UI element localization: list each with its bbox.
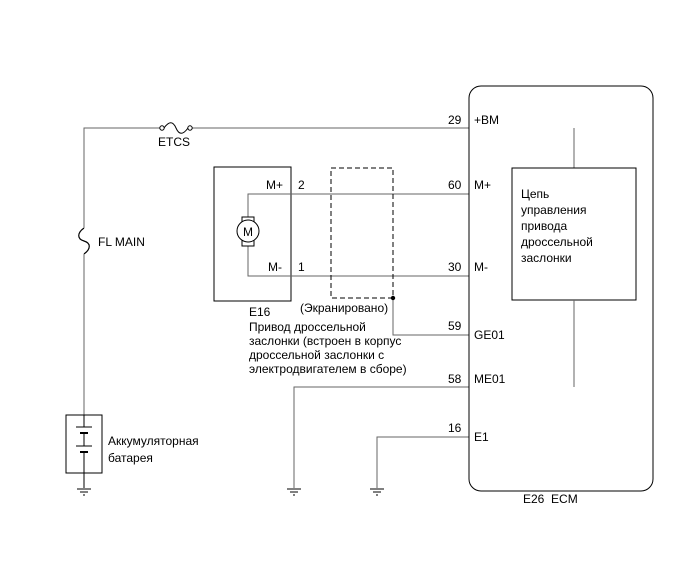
ecm-label: E26 ECM <box>523 492 578 506</box>
circuit-label-line1: Цепь <box>521 187 549 201</box>
etcs-fuse-label: ETCS <box>158 135 190 149</box>
shield-outline <box>330 167 394 299</box>
shield-wire <box>390 295 469 336</box>
circuit-label-line2: управления <box>521 203 586 217</box>
ecm-pin-16-num: 16 <box>448 421 462 435</box>
ecm-pin-59-name: GE01 <box>474 328 505 342</box>
ecm-pin-16-name: E1 <box>474 430 489 444</box>
battery-label-line2: батарея <box>108 451 153 465</box>
ecm-pin-59-num: 59 <box>448 319 462 333</box>
shield-label: (Экранировано) <box>300 301 388 315</box>
battery-label-line1: Аккумуляторная <box>108 434 199 448</box>
fl-main-fusible-link-icon <box>78 226 90 256</box>
actuator-code: E16 <box>249 305 271 319</box>
ecm-pin-29-num: 29 <box>448 113 462 127</box>
ecm-pin-60-name: M+ <box>474 178 491 192</box>
actuator-pin-mminus-num: 1 <box>298 260 305 274</box>
etcs-fuse-icon <box>159 122 193 134</box>
fl-main-label: FL MAIN <box>98 235 145 249</box>
actuator-pin-mplus-num: 2 <box>298 178 305 192</box>
actuator-desc-line1: Привод дроссельной <box>249 320 366 334</box>
ground-icon-me01 <box>287 488 301 496</box>
ground-icon-battery <box>77 488 91 496</box>
ecm-pin-30-num: 30 <box>448 260 462 274</box>
actuator-desc-line4: электродвигателем в сборе) <box>249 362 407 376</box>
ecm-pin-29-name: +BM <box>474 113 499 127</box>
motor-icon <box>236 216 260 247</box>
actuator-pin-mplus-name: M+ <box>266 178 283 192</box>
battery-icon <box>65 414 103 488</box>
circuit-label-line3: привода <box>521 219 568 233</box>
ecm-pin-58-num: 58 <box>448 372 462 386</box>
ecm-pin-60-num: 60 <box>448 178 462 192</box>
actuator-internal-wiring <box>247 193 291 277</box>
circuit-label-line4: дроссельной <box>521 235 593 249</box>
actuator-desc-line2: заслонки (встроен в корпус <box>249 334 401 348</box>
throttle-control-circuit-box <box>511 167 637 301</box>
circuit-label-line5: заслонки <box>521 251 572 265</box>
ground-icon-e1 <box>370 488 384 496</box>
ecm-pin-30-name: M- <box>474 260 488 274</box>
actuator-pin-mminus-name: M- <box>268 260 282 274</box>
motor-symbol: M <box>243 225 253 239</box>
ecm-pin-58-name: ME01 <box>474 372 506 386</box>
actuator-desc-line3: дроссельной заслонки с <box>249 348 384 362</box>
wire-e1 <box>376 436 469 488</box>
